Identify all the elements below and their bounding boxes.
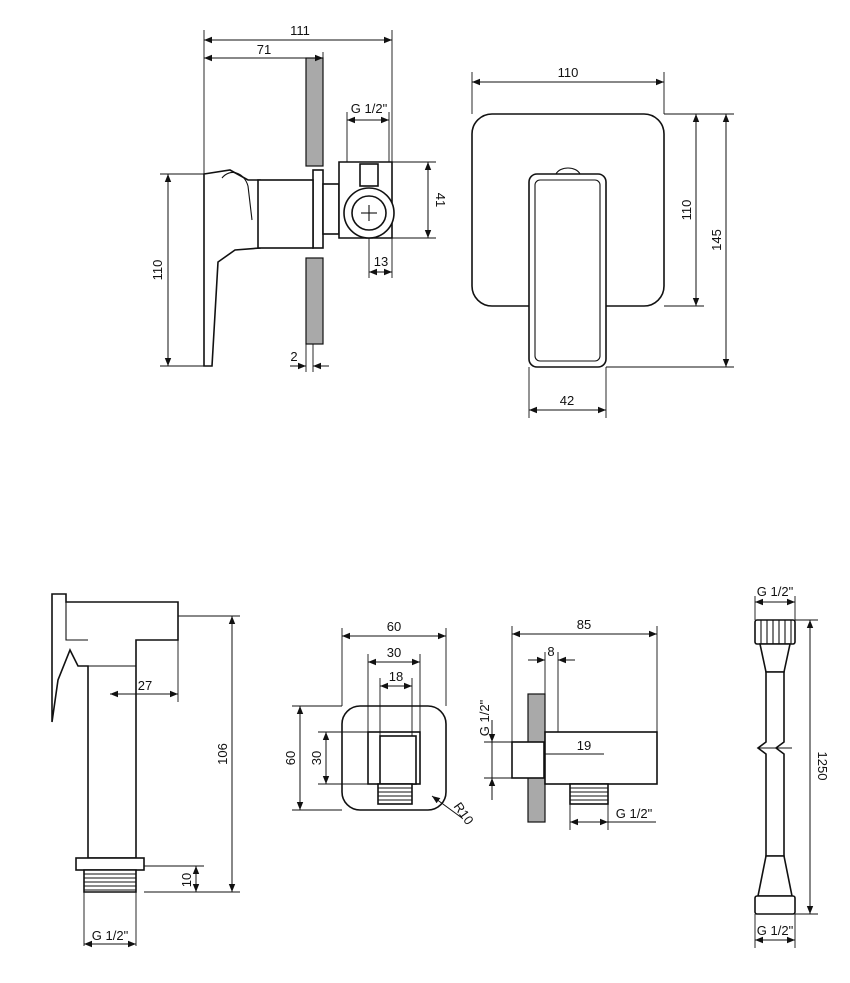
outlet-body-side [544, 731, 658, 785]
outlet-square-inner [379, 735, 417, 785]
dim-lever-height-110: 110 [150, 260, 165, 281]
outlet-thread-front [377, 783, 413, 805]
dim-outlet-inlet-19: 19 [577, 738, 591, 753]
dim-outlet-inner-height-30: 30 [309, 751, 324, 765]
hand-shower-collar [75, 857, 145, 871]
dim-shower-thread: G 1/2" [92, 928, 129, 943]
lever-front-inner [534, 179, 601, 362]
dim-shower-height-106: 106 [215, 743, 230, 765]
mixer-front-view: 110 110 145 42 [471, 65, 734, 418]
hose-nut-ribs [760, 620, 792, 644]
dim-outlet-depth-85: 85 [577, 617, 591, 632]
hose-body [756, 671, 785, 857]
dim-plate-thickness-2: 2 [290, 349, 297, 364]
outlet-thread-lines [378, 787, 412, 801]
valve-stem [359, 163, 379, 187]
dim-body-height-41: 41 [433, 193, 448, 207]
dim-outlet-plate-depth-8: 8 [547, 644, 554, 659]
dim-plate-width-110: 110 [558, 65, 579, 80]
dim-mixer-depth-111: 111 [290, 23, 310, 38]
outlet-thread-side [569, 783, 609, 805]
lever-top-cap [555, 167, 581, 175]
outlet-side-thread-lines [570, 787, 608, 801]
dim-outlet-hole-18: 18 [389, 669, 403, 684]
wall-outlet-side-view: 85 8 G 1/2" 19 G 1/2" [477, 617, 658, 830]
hose-view: G 1/2" 1250 G 1/2" [754, 584, 830, 948]
lever-curve [221, 171, 253, 221]
dim-lever-width-42: 42 [560, 393, 574, 408]
dim-hose-length-1250: 1250 [815, 752, 830, 781]
dim-plate-height-110: 110 [679, 200, 694, 221]
dim-outlet-outlet-thread: G 1/2" [616, 806, 653, 821]
dim-outlet-inlet-thread: G 1/2" [477, 699, 492, 736]
wall-plate-upper [305, 57, 324, 167]
hand-shower-head-line [65, 602, 88, 641]
hand-shower-thread [83, 869, 137, 893]
dim-outlet-plate-width-60: 60 [387, 619, 401, 634]
dim-outlet-plate-height-60: 60 [283, 751, 298, 765]
mixer-body-side [257, 179, 314, 249]
hand-shower-body [51, 593, 179, 859]
dim-hose-top-thread: G 1/2" [757, 584, 794, 599]
dim-thread-length-10: 10 [179, 873, 194, 887]
dim-shower-width-27: 27 [138, 678, 152, 693]
dim-total-height-145: 145 [709, 229, 724, 251]
plate-flange [312, 169, 324, 249]
wall-outlet-front-view: 60 30 18 60 30 R10 [283, 619, 477, 827]
dim-lever-depth-71: 71 [257, 42, 271, 57]
hose-bottom-cone [757, 855, 793, 897]
dim-hose-bottom-thread: G 1/2" [757, 923, 794, 938]
hose-top-cone [759, 643, 791, 673]
mixer-lever-side [203, 169, 261, 367]
thread-lines [84, 873, 136, 891]
hose-bottom-nut [754, 895, 796, 915]
mixer-side-view: 111 71 G 1/2" 41 13 2 110 [150, 23, 448, 372]
wall-plate-lower [305, 257, 324, 345]
dim-mixer-thread: G 1/2" [351, 101, 388, 116]
dim-outlet-inner-width-30: 30 [387, 645, 401, 660]
cartridge-neck [322, 183, 340, 235]
outlet-inlet [511, 741, 545, 779]
dim-outlet-offset-13: 13 [374, 254, 388, 269]
dim-outlet-radius-r10: R10 [451, 799, 477, 827]
hand-shower-view: 27 106 10 G 1/2" [51, 593, 240, 948]
lever-front [528, 173, 607, 368]
